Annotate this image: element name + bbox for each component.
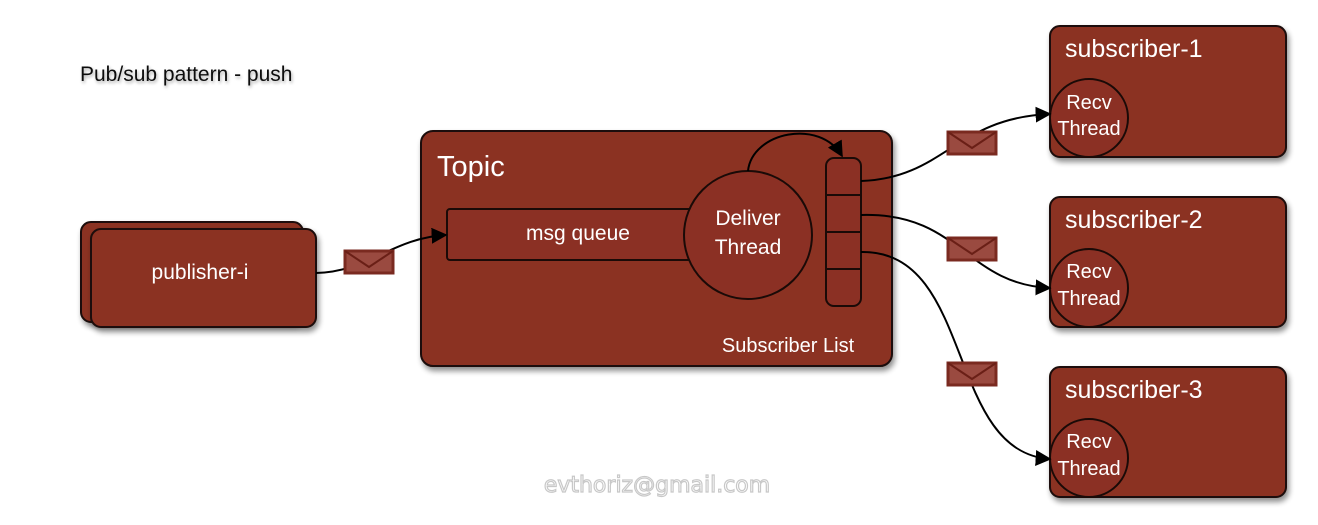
subscriber-list-label: Subscriber List bbox=[722, 335, 855, 357]
publisher-node: publisher-i bbox=[80, 221, 317, 328]
topic-label: Topic bbox=[437, 151, 505, 183]
envelope-icon bbox=[343, 249, 395, 275]
subscriber-1-node: subscriber-1 Recv Thread bbox=[1049, 25, 1287, 158]
subscriber-3-thread-label-2: Thread bbox=[1057, 458, 1120, 480]
deliver-thread-label-2: Thread bbox=[715, 236, 782, 259]
topic-node: Topic msg queue Deliver Thread Subscribe… bbox=[420, 130, 893, 367]
publisher-label: publisher-i bbox=[152, 261, 249, 284]
subscriber-3-label: subscriber-3 bbox=[1065, 376, 1203, 404]
list-to-subscriber-3-arrow bbox=[860, 250, 1052, 466]
deliver-thread bbox=[683, 170, 813, 300]
envelope-icon bbox=[946, 236, 998, 262]
publisher-front-box bbox=[90, 228, 317, 328]
subscriber-2-label: subscriber-2 bbox=[1065, 206, 1203, 234]
envelope-icon bbox=[946, 130, 998, 156]
subscriber-1-thread-label-2: Thread bbox=[1057, 118, 1120, 140]
subscriber-1-thread-label-1: Recv bbox=[1066, 92, 1112, 114]
subscriber-2-thread-label-1: Recv bbox=[1066, 261, 1112, 283]
diagram-title: Pub/sub pattern - push bbox=[80, 63, 292, 86]
subscriber-1-label: subscriber-1 bbox=[1065, 35, 1203, 63]
watermark: evthoriz@gmail.com bbox=[544, 473, 770, 498]
subscriber-2-thread-label-2: Thread bbox=[1057, 288, 1120, 310]
msg-queue-label: msg queue bbox=[526, 222, 630, 245]
subscriber-2-node: subscriber-2 Recv Thread bbox=[1049, 196, 1287, 328]
subscriber-3-thread-label-1: Recv bbox=[1066, 431, 1112, 453]
envelope-icon bbox=[946, 361, 998, 387]
deliver-to-list-arrow bbox=[747, 132, 843, 172]
deliver-thread-label-1: Deliver bbox=[715, 207, 780, 230]
subscriber-3-node: subscriber-3 Recv Thread bbox=[1049, 366, 1287, 498]
